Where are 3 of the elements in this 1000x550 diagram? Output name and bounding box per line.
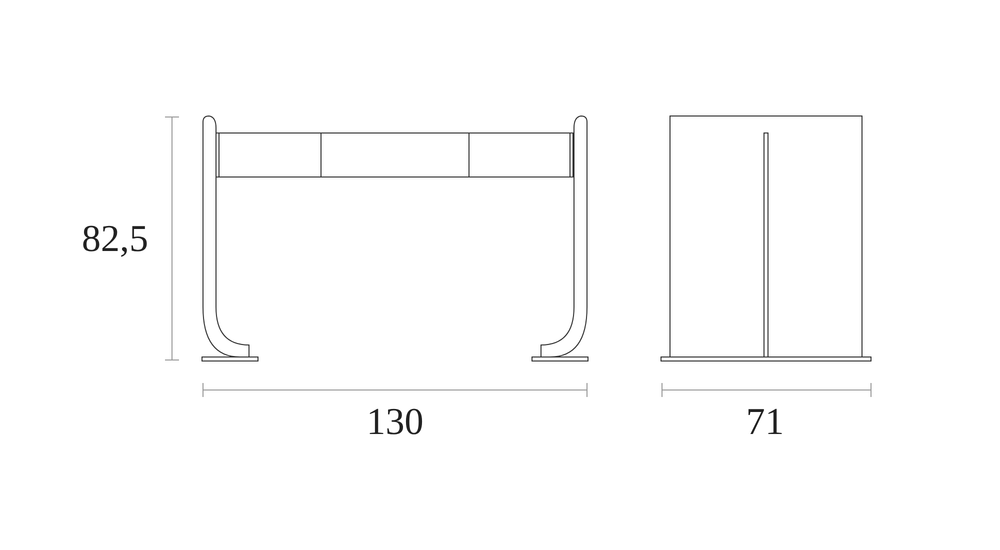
dimension-label: 71 xyxy=(745,400,785,445)
dimension-label: 130 xyxy=(366,400,424,445)
dimension-label: 82,5 xyxy=(80,217,150,262)
